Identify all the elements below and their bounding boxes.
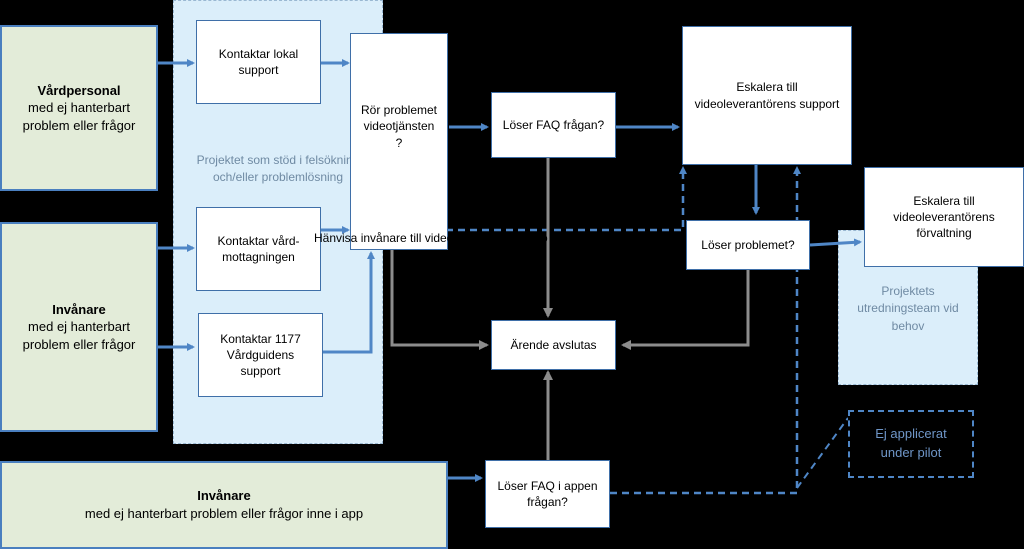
actor-vardpersonal: Vårdpersonal med ej hanterbart problem e… — [0, 25, 158, 191]
project-support-note: Projektet som stöd i felsökning och/elle… — [196, 153, 360, 185]
arrow-loser-to-forvaltning — [809, 238, 862, 247]
node-loser-problemet: Löser problemet? — [686, 220, 810, 270]
arrow-vardguiden-to-video — [323, 251, 375, 354]
hanvisa-label: Hänvisa invånare till video — [314, 231, 454, 245]
actor-invanare-app: Invånare med ej hanterbart problem eller… — [0, 461, 448, 549]
node-kontaktar-vardguiden: Kontaktar 1177 Vårdguidens support — [198, 313, 323, 397]
actor-title: Invånare — [52, 301, 106, 317]
actor-invanare: Invånare med ej hanterbart problem eller… — [0, 222, 158, 432]
hanvisa-label-tail: p — [541, 231, 548, 245]
node-loser-faq-appen: Löser FAQ i appen frågan? — [485, 460, 610, 528]
ej-applicerat-box: Ej applicerat under pilot — [848, 410, 974, 478]
dashed-video-to-eskalera — [350, 166, 687, 232]
arrow-video-to-arende — [390, 250, 489, 350]
node-loser-faq-fragan: Löser FAQ frågan? — [491, 92, 616, 158]
arrow-loser-to-arende — [621, 270, 750, 350]
dashed-leader-ej-applicerat — [796, 417, 849, 489]
node-eskalera-forvaltning: Eskalera till videoleverantörens förvalt… — [864, 167, 1024, 267]
actor-title: Vårdpersonal — [37, 82, 121, 98]
node-arende-avslutas: Ärende avslutas — [491, 320, 616, 370]
actor-title: Invånare — [197, 488, 251, 504]
dashed-faqapp-to-eskalera — [610, 166, 801, 495]
node-kontaktar-vardmottagningen: Kontaktar vård- mottagningen — [196, 207, 321, 291]
node-eskalera-support: Eskalera till videoleverantörens support — [682, 26, 852, 165]
node-kontaktar-lokal-support: Kontaktar lokal support — [196, 20, 321, 104]
investigation-team-note: Projektets utredningsteam vid behov — [857, 284, 959, 333]
node-ror-problemet-videotjansten: Rör problemet videotjänsten ? — [350, 33, 448, 250]
